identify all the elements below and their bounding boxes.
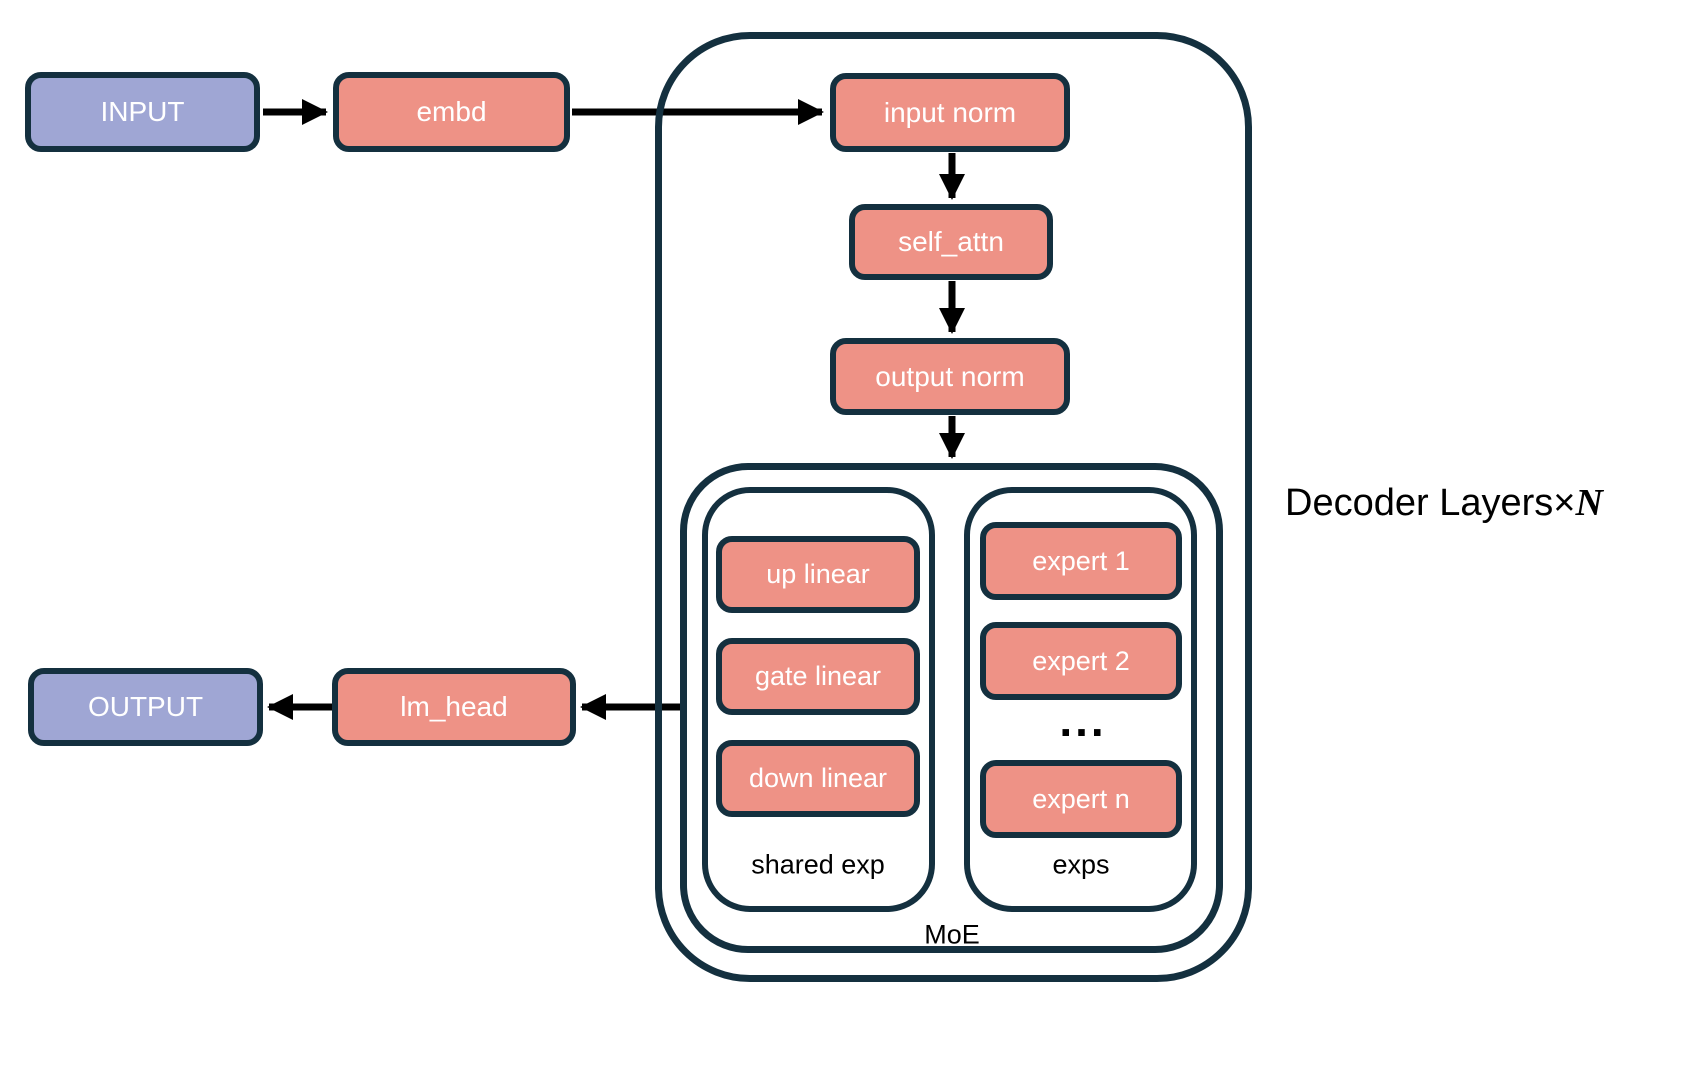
container-decoder-layers <box>655 32 1252 982</box>
label-shared-exp: shared exp <box>751 849 885 880</box>
node-input: INPUT <box>25 72 260 152</box>
node-down-linear: down linear <box>716 740 920 817</box>
container-shared-exp <box>702 487 935 912</box>
node-input-norm: input norm <box>830 73 1070 152</box>
node-self-attn: self_attn <box>849 204 1053 280</box>
node-output: OUTPUT <box>28 668 263 746</box>
repeat-count-variable: N <box>1575 482 1603 524</box>
node-embd: embd <box>333 72 570 152</box>
label-exps: exps <box>1052 849 1110 880</box>
node-expert-1: expert 1 <box>980 522 1182 600</box>
container-moe <box>680 463 1223 953</box>
times-symbol: × <box>1553 482 1576 524</box>
node-expert-2: expert 2 <box>980 622 1182 700</box>
node-lm-head: lm_head <box>332 668 576 746</box>
label-decoder-layers: Decoder Layers×N <box>1285 484 1603 522</box>
node-gate-linear: gate linear <box>716 638 920 715</box>
ellipsis-dots: ... <box>1059 694 1107 746</box>
label-moe: MoE <box>924 919 980 950</box>
node-up-linear: up linear <box>716 536 920 613</box>
node-output-norm: output norm <box>830 338 1070 415</box>
node-expert-n: expert n <box>980 760 1182 838</box>
decoder-layers-text: Decoder Layers <box>1285 482 1554 524</box>
container-exps <box>964 487 1197 912</box>
